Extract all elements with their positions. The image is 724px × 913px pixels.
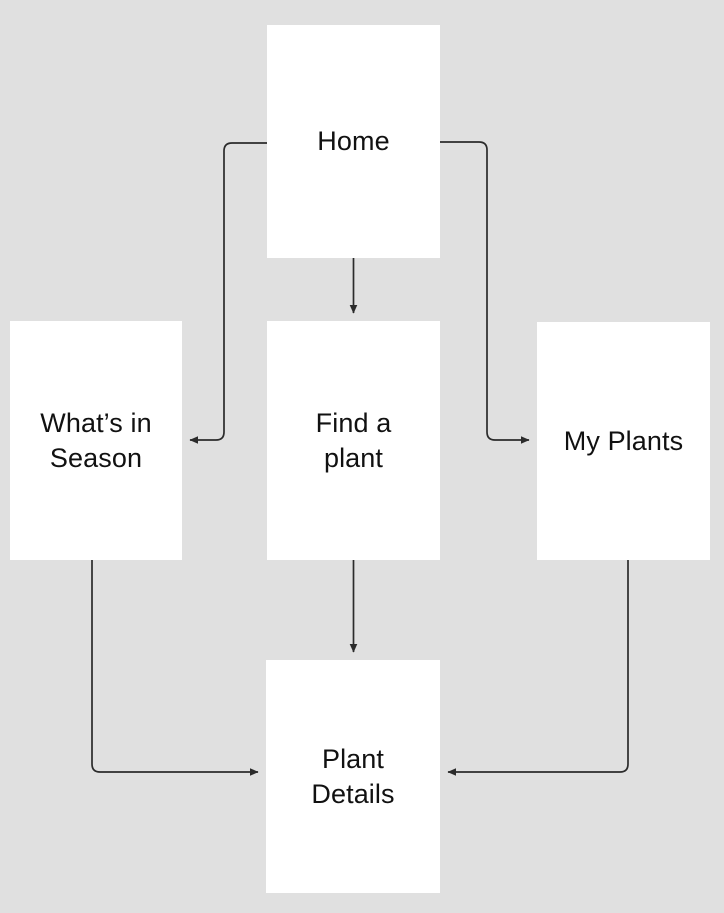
node-home-label: Home [317, 126, 390, 157]
node-whats-in-season-label: What’s in Season [40, 407, 152, 473]
node-my-plants-label: My Plants [563, 425, 684, 456]
node-plant-details[interactable]: Plant Details [266, 660, 440, 893]
node-home[interactable]: Home [267, 25, 440, 258]
connector-season-to-details [91, 560, 259, 776]
connector-myplants-to-details [447, 560, 629, 776]
connector-home-to-myplants [440, 141, 530, 444]
node-find-a-plant[interactable]: Find a plant [267, 321, 440, 560]
node-plant-details-label: Plant Details [311, 743, 395, 809]
node-whats-in-season[interactable]: What’s in Season [10, 321, 182, 560]
node-find-a-plant-label: Find a plant [315, 407, 392, 473]
node-my-plants[interactable]: My Plants [537, 322, 710, 560]
connector-home-to-season [189, 142, 267, 444]
